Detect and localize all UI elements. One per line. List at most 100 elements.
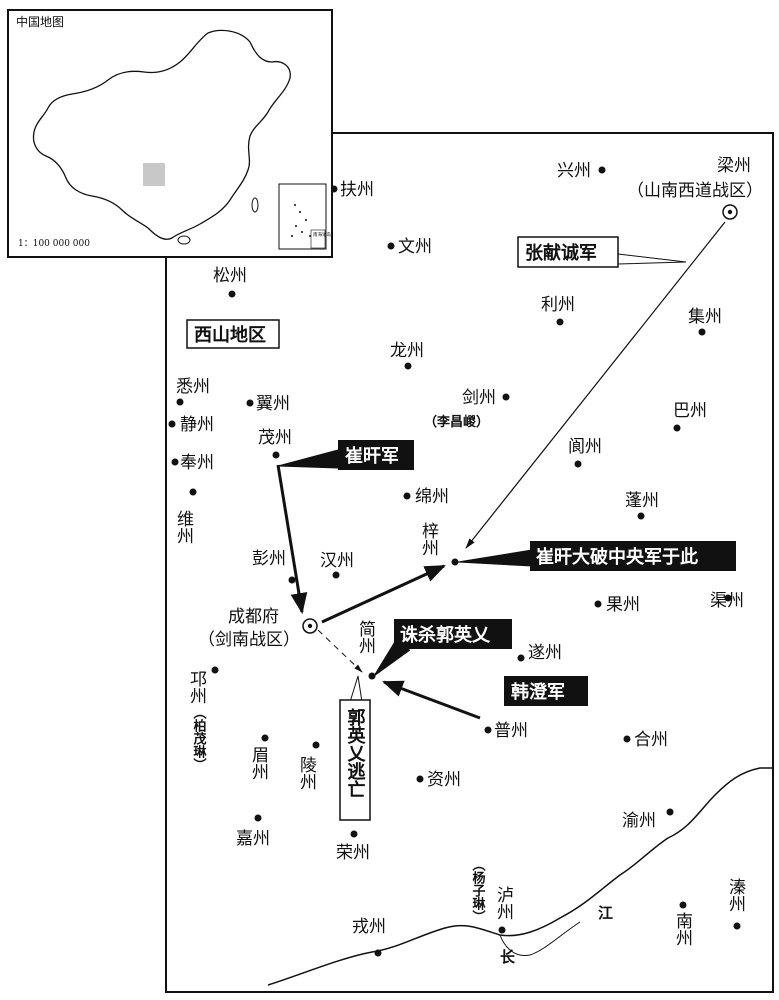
city-dot-hezhou [623,735,631,743]
label-maozhou: 茂州 [258,428,292,448]
callout-pointer-zhang [617,253,687,265]
label-chengdu: 成都府 [228,607,279,627]
city-dot-luzhou [498,926,506,934]
callout-box-cui-victory [530,541,736,571]
label-qinzhou: 溱州 [725,878,746,912]
label-langzhou: 阆州 [568,437,602,457]
city-dot-bazhou [673,424,681,432]
city-dot-lingzhou [312,741,320,749]
label-puzhou: 普州 [494,721,528,741]
label-weizhou: 维州 [173,510,194,544]
city-dot-wenzhou [387,242,395,250]
callout-box-cui-army [338,440,414,470]
callout-text-zhang-army: 张献诚军 [525,242,597,264]
label-luzhou-sub: （杨子琳） [470,858,487,923]
region-box-xishan [186,319,280,349]
river-label-chang: 长 [500,948,516,966]
label-lingzhou: 陵州 [296,756,317,790]
inset-title: 中国地图 [16,14,64,29]
label-pengzhou-east: 蓬州 [625,491,659,511]
label-guozhou: 果州 [606,595,640,615]
city-dot-qiongzhou [211,666,219,674]
city-dot-jizhou [698,328,706,336]
arrow-zhang-army [465,221,726,549]
label-chengdu-sub: （剑南战区） [198,630,300,650]
label-rongzhou-south: 戎州 [352,917,386,937]
label-fengzhou: 奉州 [180,453,214,473]
city-dot-songzhou [228,290,236,298]
label-yuzhou: 渝州 [622,811,656,831]
callout-box-han-army [504,676,588,706]
label-liangzhou: 梁州 [717,156,751,176]
south-sea-label-box [310,229,326,249]
label-jiazhou: 嘉州 [236,829,270,849]
label-bazhou: 巴州 [673,401,707,421]
label-yizhou: 翼州 [256,394,290,414]
label-meizhou: 眉州 [248,746,269,780]
label-lizhou: 利州 [541,295,575,315]
arrow-cui-to-chengdu [276,464,308,615]
callout-text-cui-army: 崔旰军 [345,445,399,467]
label-luzhou: 泸州 [493,886,514,920]
china-outline [32,29,291,240]
city-dot-fengzhou [171,458,179,466]
city-dot-suizhou [517,654,525,662]
hainan-island [177,235,191,245]
label-zizhou-south: 资州 [427,770,461,790]
city-dot-jiazhou [254,814,262,822]
city-dot-xingzhou [598,166,606,174]
city-dot-langzhou [574,460,582,468]
taiwan-island [251,197,259,213]
callout-box-kill-guo [394,619,512,649]
label-qiongzhou-sub: （柏茂琳） [191,706,208,771]
city-dot-jianzhou [502,393,510,401]
label-fuzhou: 扶州 [340,180,374,200]
label-longzhou: 龙州 [390,341,424,361]
city-dot-meizhou [261,734,269,742]
label-songzhou: 松州 [213,266,247,286]
label-jingzhou: 静州 [180,415,214,435]
capital-chengdu [302,618,318,634]
arrow-chengdu-to-zizhou [321,564,446,624]
city-dot-guozhou [594,600,602,608]
label-qiongzhou: 邛州 [186,670,207,704]
south-sea-label: 南海诸岛 [313,231,331,238]
callout-pointer-cui [277,449,339,469]
callout-text-cui-victory: 崔旰大破中央军于此 [536,546,698,568]
sichuan-highlight [143,163,165,186]
city-dot-jianzhou-south [368,672,376,680]
city-dot-longzhou [404,362,412,370]
city-dot-quzhou [724,594,732,602]
city-dot-rongzhou [350,830,358,838]
label-wenzhou: 文州 [398,237,432,257]
label-liangzhou-sub: （山南西道战区） [627,181,763,201]
city-dot-jingzhou [168,420,176,428]
callout-pointer-guo [349,675,363,703]
city-dot-zizhou-south [416,775,424,783]
city-dot-rongzhou-south [374,949,382,957]
label-jianzhou-south: 简州 [355,620,376,654]
label-nanzhou: 南州 [672,912,693,946]
label-jianzhou: 剑州 [462,388,496,408]
callout-text-guo-flee: 郭英乂逃亡 [345,707,367,798]
label-quzhou: 渠州 [710,591,744,611]
label-xizhou: 悉州 [176,377,210,397]
label-xingzhou: 兴州 [557,161,591,181]
label-mianzhou: 绵州 [415,487,449,507]
city-dot-yizhou [246,399,254,407]
yangtze-river-bank [499,921,581,957]
label-hezhou: 合州 [634,730,668,750]
label-jizhou: 集州 [688,307,722,327]
label-pengzhou: 彭州 [252,549,286,569]
city-dot-weizhou [189,488,197,496]
callout-text-kill-guo: 诛杀郭英乂 [400,624,491,646]
city-dot-mianzhou [403,492,411,500]
city-dot-pengzhou [288,576,296,584]
city-dot-yuzhou [666,808,674,816]
city-dot-xizhou [176,398,184,406]
city-dot-maozhou [272,451,280,459]
label-zizhou: 梓州 [418,522,439,556]
label-jianzhou-sub: （李昌嵕） [424,414,489,430]
arrow-han-army [382,680,481,720]
